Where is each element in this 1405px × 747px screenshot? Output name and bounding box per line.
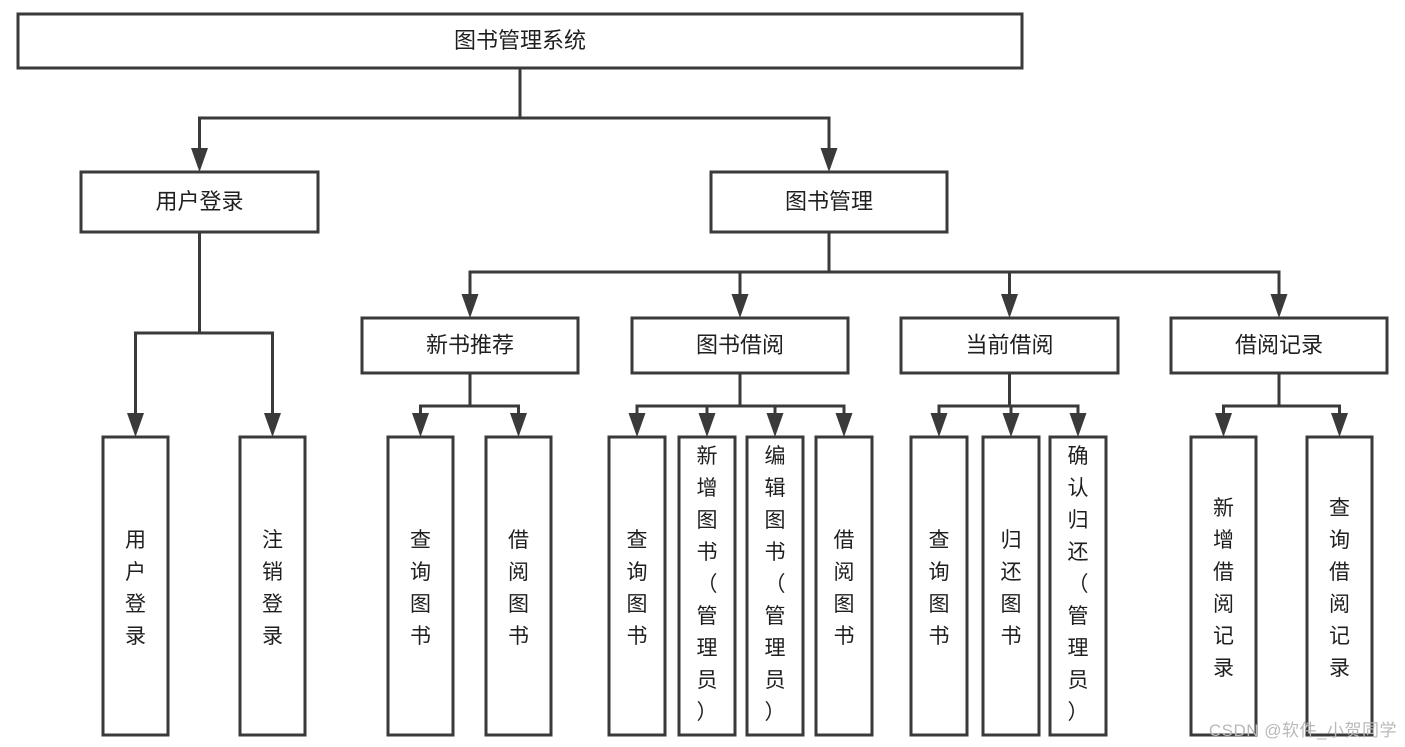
arrow-head-icon xyxy=(1069,413,1087,437)
node-label: 归还图书 xyxy=(1001,529,1022,648)
arrow-head-icon xyxy=(731,294,749,318)
node-leaf-query-record[interactable]: 查询借阅记录 xyxy=(1305,435,1374,737)
arrow-head-icon xyxy=(820,148,838,172)
node-box[interactable] xyxy=(899,316,1120,375)
arrow-head-icon xyxy=(698,413,716,437)
node-layer: 图书管理系统用户登录图书管理新书推荐图书借阅当前借阅借阅记录用户登录注销登录查询… xyxy=(16,12,1389,737)
node-book-borrow[interactable]: 图书借阅 xyxy=(630,316,850,375)
node-box[interactable] xyxy=(1305,435,1374,737)
node-label: 查询图书 xyxy=(929,529,950,648)
arrow-head-icon xyxy=(628,413,646,437)
arrow-head-icon xyxy=(930,413,948,437)
node-label: 用户登录 xyxy=(155,189,243,214)
node-box[interactable] xyxy=(386,435,455,737)
node-label: 新增图书（管理员） xyxy=(697,445,718,724)
node-leaf-borrow-book[interactable]: 借阅图书 xyxy=(814,435,874,737)
arrow-head-icon xyxy=(127,413,144,437)
node-box[interactable] xyxy=(709,170,949,234)
node-label: 查询图书 xyxy=(627,529,648,648)
node-leaf-query-book-borrow[interactable]: 查询图书 xyxy=(607,435,667,737)
node-box[interactable] xyxy=(360,316,580,375)
node-leaf-edit-book[interactable]: 编辑图书（管理员） xyxy=(745,435,805,737)
node-label: 借阅记录 xyxy=(1235,332,1323,357)
arrow-head-icon xyxy=(1215,413,1232,437)
node-label: 当前借阅 xyxy=(965,332,1053,357)
node-label: 新增借阅记录 xyxy=(1213,497,1234,680)
csdn-watermark: CSDN @软件_小贺同学 xyxy=(1208,721,1397,740)
node-leaf-borrow-book-rec[interactable]: 借阅图书 xyxy=(484,435,553,737)
node-label: 新书推荐 xyxy=(426,332,514,357)
node-box[interactable] xyxy=(981,435,1041,737)
node-label: 图书管理系统 xyxy=(454,28,586,53)
node-leaf-query-book-rec[interactable]: 查询图书 xyxy=(386,435,455,737)
node-box[interactable] xyxy=(16,12,1024,70)
arrow-head-icon xyxy=(835,413,853,437)
node-leaf-user-login[interactable]: 用户登录 xyxy=(101,435,170,737)
arrow-head-icon xyxy=(1331,413,1348,437)
node-box[interactable] xyxy=(607,435,667,737)
node-box[interactable] xyxy=(1189,435,1258,737)
node-box[interactable] xyxy=(1048,435,1108,737)
node-new-book-rec[interactable]: 新书推荐 xyxy=(360,316,580,375)
node-label: 借阅图书 xyxy=(834,529,855,648)
node-box[interactable] xyxy=(814,435,874,737)
arrow-head-icon xyxy=(1001,294,1018,318)
node-box[interactable] xyxy=(909,435,969,737)
node-label: 图书管理 xyxy=(785,189,873,214)
node-box[interactable] xyxy=(79,170,320,234)
node-label: 借阅图书 xyxy=(508,529,529,648)
node-leaf-return-book[interactable]: 归还图书 xyxy=(981,435,1041,737)
node-box[interactable] xyxy=(1169,316,1389,375)
arrow-head-icon xyxy=(191,148,208,172)
arrow-head-icon xyxy=(510,413,527,437)
node-leaf-query-book-cur[interactable]: 查询图书 xyxy=(909,435,969,737)
arrow-head-icon xyxy=(412,413,429,437)
node-root[interactable]: 图书管理系统 xyxy=(16,12,1024,70)
node-box[interactable] xyxy=(745,435,805,737)
node-label: 编辑图书（管理员） xyxy=(765,445,786,724)
arrow-head-icon xyxy=(264,413,281,437)
node-box[interactable] xyxy=(630,316,850,375)
node-label: 查询借阅记录 xyxy=(1329,497,1350,680)
node-label: 用户登录 xyxy=(125,529,146,648)
node-user-login[interactable]: 用户登录 xyxy=(79,170,320,234)
node-box[interactable] xyxy=(484,435,553,737)
arrow-head-icon xyxy=(766,413,784,437)
node-leaf-add-record[interactable]: 新增借阅记录 xyxy=(1189,435,1258,737)
node-leaf-add-book[interactable]: 新增图书（管理员） xyxy=(677,435,737,737)
arrow-head-icon xyxy=(1002,413,1020,437)
node-box[interactable] xyxy=(101,435,170,737)
node-label: 查询图书 xyxy=(410,529,431,648)
node-label: 图书借阅 xyxy=(696,332,784,357)
node-label: 确认归还（管理员） xyxy=(1068,445,1089,724)
node-leaf-confirm-return[interactable]: 确认归还（管理员） xyxy=(1048,435,1108,737)
node-book-mgmt[interactable]: 图书管理 xyxy=(709,170,949,234)
node-label: 注销登录 xyxy=(262,529,283,648)
connector-layer xyxy=(127,66,1348,437)
node-leaf-user-logout[interactable]: 注销登录 xyxy=(238,435,307,737)
node-current-borrow[interactable]: 当前借阅 xyxy=(899,316,1120,375)
arrow-head-icon xyxy=(461,294,479,318)
node-box[interactable] xyxy=(238,435,307,737)
node-box[interactable] xyxy=(677,435,737,737)
arrow-head-icon xyxy=(1270,294,1288,318)
node-borrow-record[interactable]: 借阅记录 xyxy=(1169,316,1389,375)
